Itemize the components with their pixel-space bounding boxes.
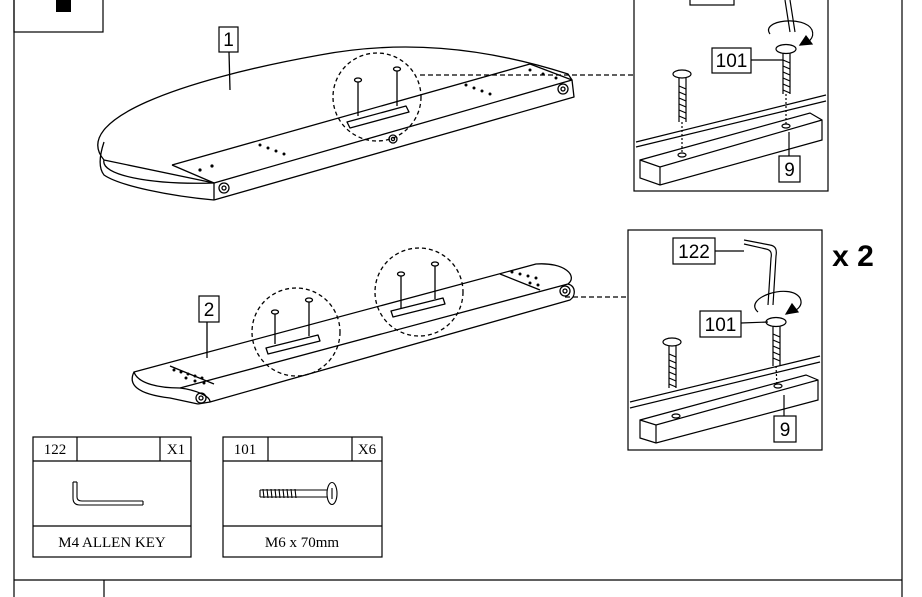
svg-text:9: 9 xyxy=(780,420,791,441)
bottom-panel-part-2 xyxy=(131,247,628,405)
page-frame xyxy=(13,0,903,597)
bolt-icon xyxy=(259,481,338,506)
callout-part-2: 2 xyxy=(198,295,220,323)
svg-text:101: 101 xyxy=(716,51,748,72)
svg-text:9: 9 xyxy=(784,160,795,181)
hardware-name: M6 x 70mm xyxy=(265,535,340,551)
hardware-code: 122 xyxy=(44,442,67,458)
hardware-quantity: X6 xyxy=(358,442,377,458)
callout-part-1: 1 xyxy=(218,26,239,53)
svg-text:101: 101 xyxy=(705,315,737,336)
detail-inset-bottom xyxy=(627,229,823,451)
callout-part-9-bottom: 9 xyxy=(773,415,797,443)
hardware-name: M4 ALLEN KEY xyxy=(58,535,166,551)
callout-part-101-top: 101 xyxy=(711,47,752,74)
hardware-card-allen-key: 122 X1 M4 ALLEN KEY xyxy=(32,436,192,558)
callout-part-122: 122 xyxy=(672,237,716,265)
allen-key-icon xyxy=(72,481,144,506)
quantity-multiplier: x 2 xyxy=(832,240,874,273)
svg-text:1: 1 xyxy=(223,30,234,51)
hardware-card-bolt: 101 X6 M6 x 70mm xyxy=(222,436,383,558)
svg-text:2: 2 xyxy=(204,300,215,321)
top-panel-part-1 xyxy=(97,46,634,201)
callout-part-9-top: 9 xyxy=(778,155,801,183)
hardware-code: 101 xyxy=(234,442,257,458)
hardware-quantity: X1 xyxy=(167,442,185,458)
svg-text:122: 122 xyxy=(678,242,710,263)
callout-part-101-bottom: 101 xyxy=(699,310,742,338)
step-number-box xyxy=(13,0,104,33)
